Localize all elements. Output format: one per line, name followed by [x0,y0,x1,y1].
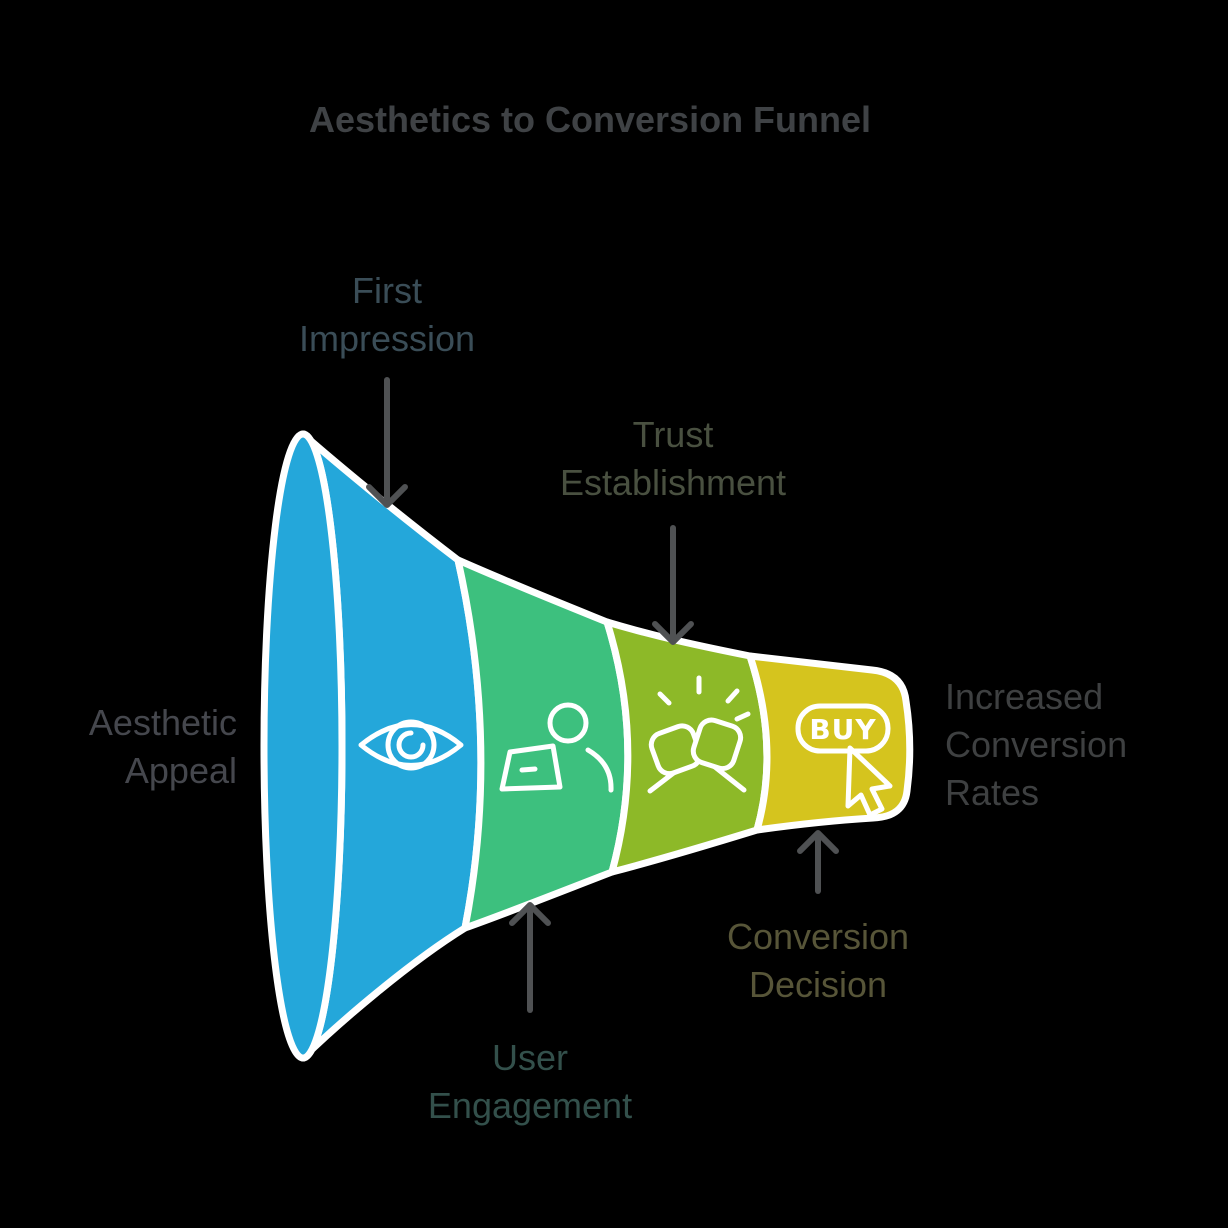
buy-text: BUY [809,713,876,746]
label-line: Rates [945,772,1040,813]
stage-label-first-impression: First Impression [299,267,475,363]
label-line: First [352,270,422,311]
person-laptop-icon [499,702,614,793]
stage-label-trust-establishment: Trust Establishment [560,411,786,507]
arrow-user-engagement [509,902,551,1013]
label-line: Aesthetic [88,702,237,743]
arrow-conversion-decision [797,830,839,894]
stage-label-user-engagement: User Engagement [428,1034,632,1130]
buy-cursor-icon: BUY [795,703,893,818]
label-line: Establishment [559,462,787,503]
arrow-first-impression [366,377,408,508]
label-line: User [491,1037,568,1078]
fist-bump-icon [647,675,751,794]
funnel-input-label: Aesthetic Appeal [89,699,237,795]
funnel-output-label: Increased Conversion Rates [945,673,1127,817]
label-line: Engagement [427,1085,633,1126]
arrow-trust-establishment [652,525,694,645]
label-line: Decision [748,964,888,1005]
label-line: Trust [632,414,714,455]
cursor-pointer [845,745,893,818]
label-line: Appeal [124,750,237,791]
label-line: Increased [945,676,1104,717]
label-line: Impression [298,318,476,359]
stage-label-conversion-decision: Conversion Decision [727,913,909,1009]
diagram-title: Aesthetics to Conversion Funnel [308,99,872,140]
eye-icon [358,719,464,771]
label-line: Conversion [726,916,910,957]
label-line: Conversion [945,724,1128,765]
funnel-mouth-ellipse [260,430,346,1062]
funnel-section-user-engagement [454,556,632,932]
